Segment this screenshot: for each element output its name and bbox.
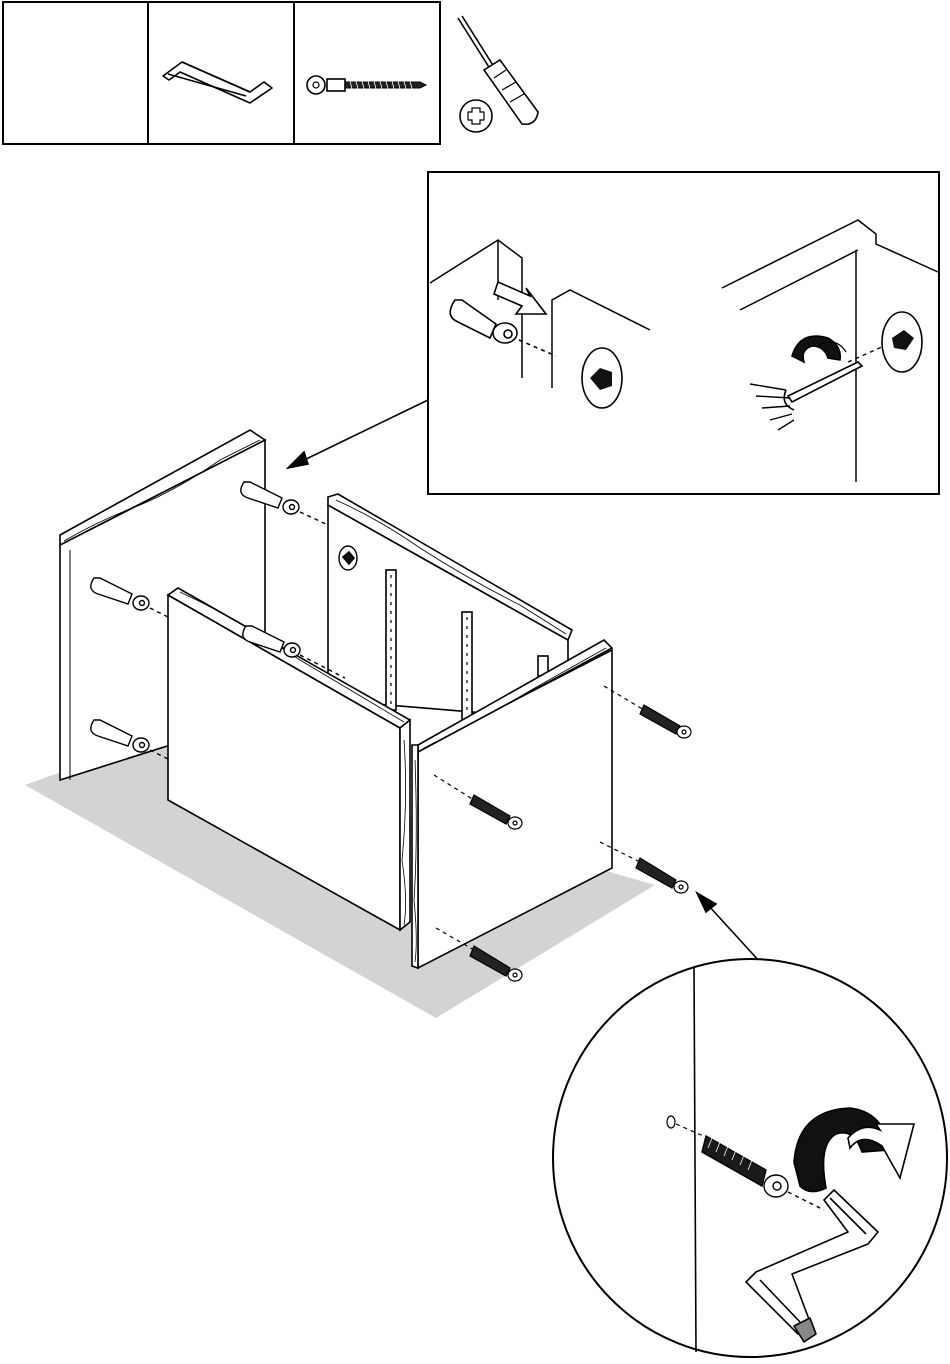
cam-lock-icon: [882, 312, 922, 372]
detail-cam-lock: [428, 172, 939, 494]
cam-bolt-screw-icon: [307, 76, 426, 94]
tools-strip: [3, 2, 440, 144]
phillips-screwdriver-icon: [458, 16, 538, 132]
leader-arrow: [288, 400, 428, 468]
detail-screw-tighten: [553, 959, 947, 1357]
cam-lock-icon: [582, 348, 622, 408]
main-assembly: [25, 430, 691, 1018]
tools-strip-frame: [3, 2, 440, 144]
cam-bolt-screw-icon: [604, 686, 691, 738]
leader-arrow: [697, 893, 760, 962]
allen-key-icon: [163, 62, 272, 103]
